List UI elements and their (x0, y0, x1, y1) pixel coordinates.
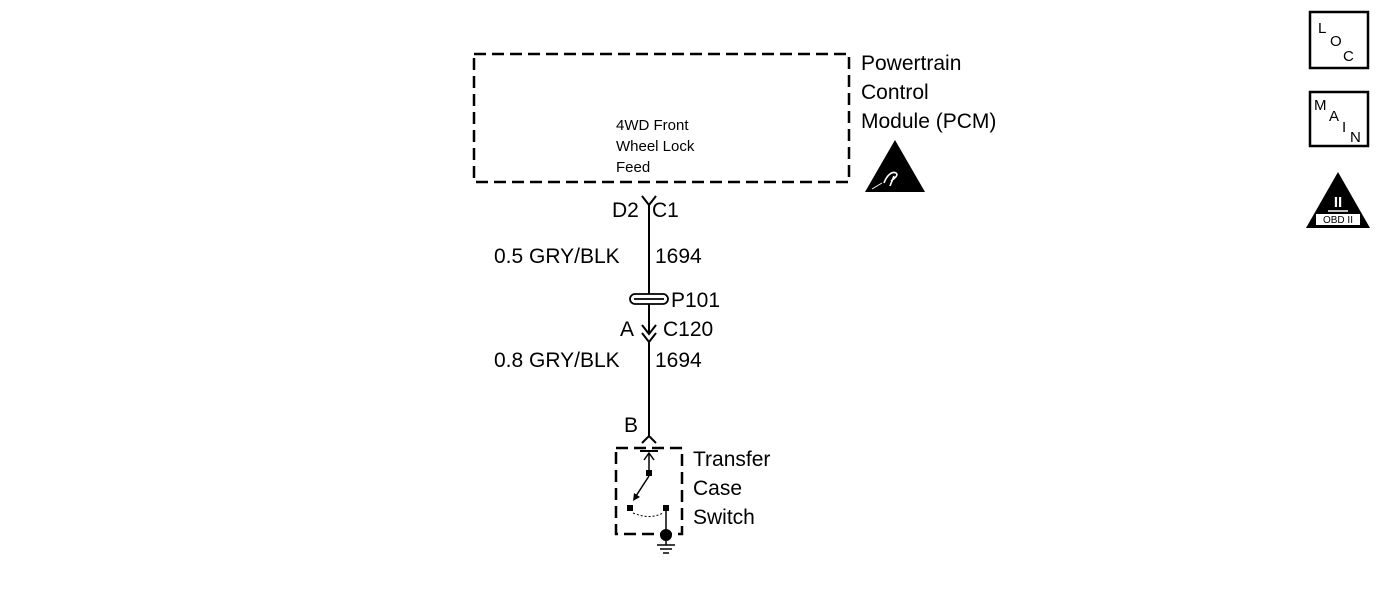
main-letter-n: N (1350, 129, 1361, 146)
splice-label: P101 (671, 289, 720, 312)
upper-wire-circuit: 1694 (655, 245, 702, 268)
pcm-pin-label: D2 (612, 199, 639, 222)
obd-text: OBD II (1323, 215, 1353, 226)
switch-name-line-3: Switch (693, 506, 755, 529)
inline-connector-male-symbol (641, 324, 657, 336)
pcm-name-line-1: Powertrain (861, 52, 961, 75)
pcm-circuit-label-1: 4WD Front (616, 117, 689, 134)
main-letter-m: M (1314, 97, 1327, 114)
loc-letter-l: L (1318, 20, 1326, 37)
loc-letter-o: O (1330, 33, 1342, 50)
switch-connector-symbol (641, 434, 657, 444)
switch-name-line-2: Case (693, 477, 742, 500)
lower-wire-gauge-color: 0.8 GRY/BLK (494, 349, 620, 372)
loc-letter-c: C (1343, 48, 1354, 65)
switch-pin-label: B (624, 414, 638, 437)
main-letter-a: A (1329, 108, 1339, 125)
inline-connector-label: C120 (663, 318, 713, 341)
splice-pack-symbol (629, 293, 669, 305)
main-nav-button[interactable]: M A I N (1308, 90, 1370, 148)
main-letter-i: I (1342, 119, 1346, 136)
ground-icon (657, 529, 675, 554)
upper-wire-gauge-color: 0.5 GRY/BLK (494, 245, 620, 268)
pcm-circuit-label-3: Feed (616, 159, 650, 176)
pcm-circuit-label-2: Wheel Lock (616, 138, 695, 155)
loc-nav-button[interactable]: L O C (1308, 10, 1370, 70)
pcm-box (472, 52, 851, 184)
pcm-connector-label: C1 (652, 199, 679, 222)
lower-wire-circuit: 1694 (655, 349, 702, 372)
pcm-name-line-2: Control (861, 81, 929, 104)
switch-contacts (627, 450, 669, 530)
switch-name-line-1: Transfer (693, 448, 770, 471)
esd-warning-icon (865, 140, 925, 192)
obd-ii-icon: II OBD II (1306, 172, 1370, 228)
obd-numeral: II (1334, 194, 1342, 211)
pcm-name-line-3: Module (PCM) (861, 110, 996, 133)
switch-box (614, 446, 684, 536)
inline-pin-label: A (620, 318, 634, 341)
